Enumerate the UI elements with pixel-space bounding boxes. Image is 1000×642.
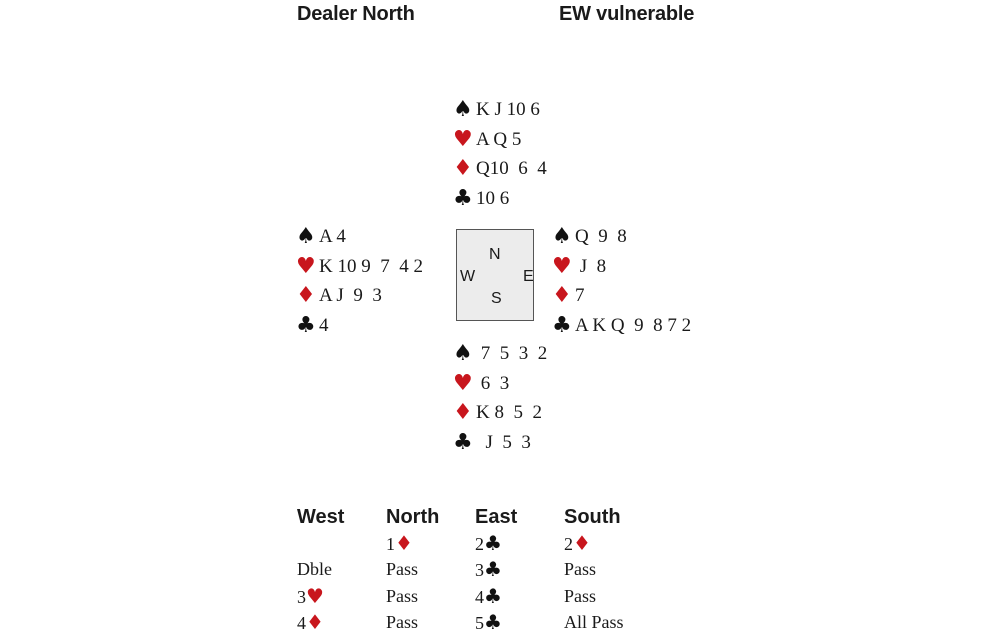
auction-column-west: West Dble 3♥4♦ bbox=[297, 504, 386, 635]
west-hearts-cards: K 10 9 7 4 2 bbox=[319, 255, 423, 277]
north-clubs-row: ♣10 6 bbox=[453, 184, 547, 214]
heart-icon: ♥ bbox=[306, 583, 324, 608]
club-icon: ♣ bbox=[552, 312, 572, 338]
club-icon: ♣ bbox=[296, 312, 316, 338]
north-diamonds-cards: Q10 6 4 bbox=[476, 158, 547, 179]
north-hearts-cards: A Q 5 bbox=[476, 128, 522, 150]
south-clubs-row: ♣ J 5 3 bbox=[453, 428, 547, 458]
club-icon: ♣ bbox=[453, 185, 473, 211]
north-hearts-row: ♥A Q 5 bbox=[453, 125, 547, 155]
north-diamonds-row: ♦Q10 6 4 bbox=[453, 154, 547, 184]
east-hearts-cards: J 8 bbox=[575, 255, 607, 277]
club-icon: ♣ bbox=[484, 609, 502, 634]
club-icon: ♣ bbox=[484, 531, 502, 555]
west-diamonds-cards: A J 9 3 bbox=[319, 285, 382, 306]
diamond-icon: ♦ bbox=[306, 609, 324, 634]
west-spades-cards: A 4 bbox=[319, 226, 346, 247]
auction-header: West bbox=[297, 506, 345, 528]
north-clubs-cards: 10 6 bbox=[476, 187, 510, 209]
compass-north: N bbox=[489, 246, 501, 263]
auction-bid: Pass bbox=[386, 611, 419, 632]
east-spades-cards: Q 9 8 bbox=[575, 226, 627, 247]
auction-bid: All Pass bbox=[564, 611, 624, 632]
east-diamonds-row: ♦7 bbox=[552, 281, 691, 311]
auction-bid: Pass bbox=[386, 559, 419, 580]
diamond-icon: ♦ bbox=[552, 283, 572, 308]
auction-header: East bbox=[475, 506, 518, 528]
south-hand: ♠ 7 5 3 2♥ 6 3♦K 8 5 2♣ J 5 3 bbox=[453, 339, 547, 457]
heart-icon: ♥ bbox=[296, 253, 316, 279]
auction-bid: 1♦ bbox=[386, 531, 413, 555]
diamond-icon: ♦ bbox=[395, 531, 413, 555]
north-hand: ♠K J 10 6♥A Q 5♦Q10 6 4♣10 6 bbox=[453, 95, 547, 213]
diamond-icon: ♦ bbox=[453, 400, 473, 425]
west-hand: ♠A 4♥K 10 9 7 4 2♦A J 9 3♣4 bbox=[296, 222, 423, 340]
auction-bid: Pass bbox=[564, 585, 597, 606]
south-spades-cards: 7 5 3 2 bbox=[476, 343, 548, 364]
auction-bid: 4♣ bbox=[475, 583, 502, 608]
diamond-icon: ♦ bbox=[573, 531, 591, 555]
auction-bid bbox=[297, 530, 386, 556]
west-hearts-row: ♥K 10 9 7 4 2 bbox=[296, 252, 423, 282]
auction-bid: 5♣ bbox=[475, 609, 502, 634]
auction-bid: Pass bbox=[564, 559, 597, 580]
west-clubs-cards: 4 bbox=[319, 314, 329, 336]
south-diamonds-cards: K 8 5 2 bbox=[476, 402, 542, 423]
south-hearts-cards: 6 3 bbox=[476, 372, 510, 394]
north-spades-row: ♠K J 10 6 bbox=[453, 95, 547, 125]
east-spades-row: ♠Q 9 8 bbox=[552, 222, 691, 252]
spade-icon: ♠ bbox=[453, 97, 473, 122]
compass-south: S bbox=[491, 290, 502, 307]
auction-header: North bbox=[386, 506, 440, 528]
north-spades-cards: K J 10 6 bbox=[476, 99, 540, 120]
east-hand: ♠Q 9 8♥ J 8♦7♣A K Q 9 8 7 2 bbox=[552, 222, 691, 340]
dealer-label: Dealer North bbox=[297, 3, 415, 25]
heart-icon: ♥ bbox=[453, 370, 473, 396]
east-clubs-cards: A K Q 9 8 7 2 bbox=[575, 314, 692, 336]
auction-column-east: East 2♣3♣4♣5♣ bbox=[475, 504, 564, 635]
auction-bid: Dble bbox=[297, 559, 332, 580]
auction-bid: Pass bbox=[386, 585, 419, 606]
auction-bid: 4♦ bbox=[297, 609, 324, 634]
auction-bid: 3♣ bbox=[475, 557, 502, 582]
heart-icon: ♥ bbox=[453, 126, 473, 152]
spade-icon: ♠ bbox=[552, 224, 572, 249]
compass-west: W bbox=[460, 268, 476, 285]
club-icon: ♣ bbox=[453, 429, 473, 455]
west-clubs-row: ♣4 bbox=[296, 311, 423, 341]
west-spades-row: ♠A 4 bbox=[296, 222, 423, 252]
south-diamonds-row: ♦K 8 5 2 bbox=[453, 398, 547, 428]
auction-header: South bbox=[564, 506, 621, 528]
east-hearts-row: ♥ J 8 bbox=[552, 252, 691, 282]
compass-box: N W E S bbox=[456, 229, 534, 321]
compass-east: E bbox=[523, 268, 534, 285]
club-icon: ♣ bbox=[484, 583, 502, 608]
diamond-icon: ♦ bbox=[296, 283, 316, 308]
auction-bid: 2♣ bbox=[475, 531, 502, 555]
vulnerability-label: EW vulnerable bbox=[559, 3, 695, 25]
south-clubs-cards: J 5 3 bbox=[476, 431, 531, 453]
south-spades-row: ♠ 7 5 3 2 bbox=[453, 339, 547, 369]
east-clubs-row: ♣A K Q 9 8 7 2 bbox=[552, 311, 691, 341]
club-icon: ♣ bbox=[484, 557, 502, 582]
spade-icon: ♠ bbox=[453, 341, 473, 366]
south-hearts-row: ♥ 6 3 bbox=[453, 369, 547, 399]
west-diamonds-row: ♦A J 9 3 bbox=[296, 281, 423, 311]
heart-icon: ♥ bbox=[552, 253, 572, 279]
east-diamonds-cards: 7 bbox=[575, 285, 585, 306]
diamond-icon: ♦ bbox=[453, 156, 473, 181]
auction-bid: 2♦ bbox=[564, 531, 591, 555]
spade-icon: ♠ bbox=[296, 224, 316, 249]
auction-bid: 3♥ bbox=[297, 583, 324, 608]
